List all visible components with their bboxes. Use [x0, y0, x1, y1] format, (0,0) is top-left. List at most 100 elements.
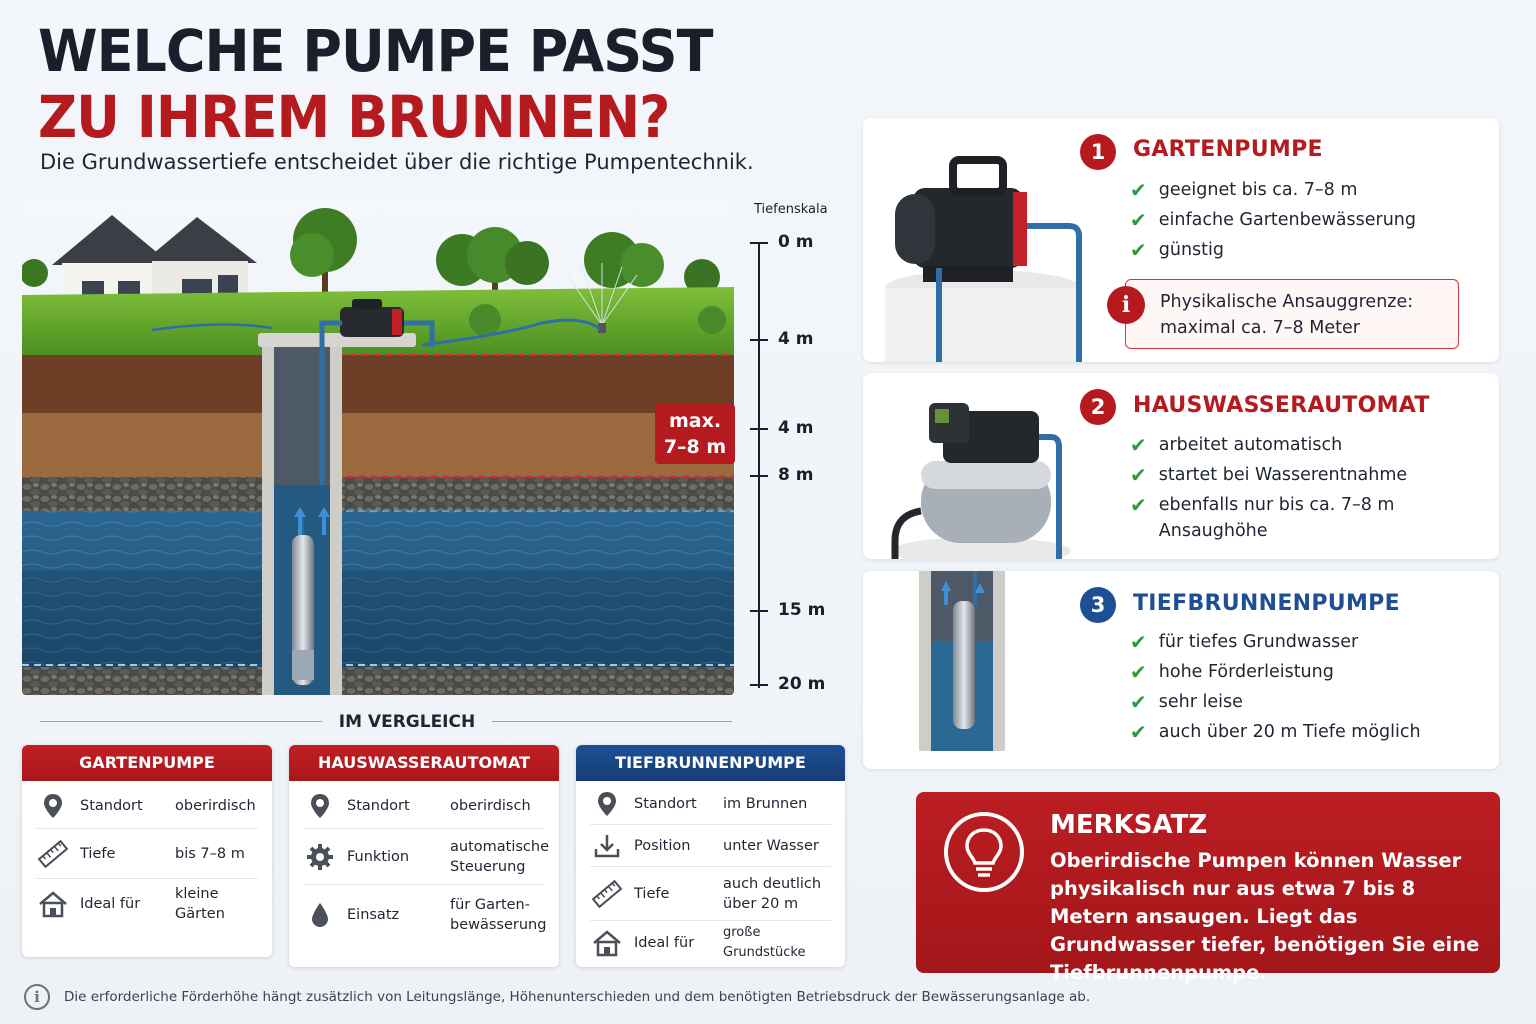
compare-row: Ideal für kleine Gärten: [36, 879, 258, 929]
compare-card-tiefbrunnenpumpe: TIEFBRUNNENPUMPE Standort im Brunnen Pos…: [576, 745, 845, 967]
ruler-icon: [37, 839, 69, 868]
house-icon: [39, 891, 67, 918]
compare-row-key: Tiefe: [80, 845, 116, 862]
pump-feature: ✔ebenfalls nur bis ca. 7–8 m Ansaughöhe: [1130, 493, 1395, 541]
compare-row-key: Einsatz: [347, 907, 400, 923]
compare-row: Standort oberirdisch: [36, 783, 258, 829]
info-icon: i: [24, 984, 50, 1010]
pump-feature: ✔auch über 20 m Tiefe möglich: [1130, 720, 1421, 744]
pump-feature: ✔sehr leise: [1130, 690, 1243, 714]
compare-row: Tiefe auch deutlich über 20 m: [590, 867, 831, 921]
pump-number-badge: 1: [1080, 134, 1116, 170]
depth-scale-tick: [750, 339, 768, 341]
pump-card-tiefbrunnenpumpe: [863, 571, 1499, 769]
compare-row-value: oberirdisch: [450, 797, 531, 814]
max-depth-badge-line1: max.: [668, 410, 722, 432]
check-icon: ✔: [1130, 660, 1147, 684]
compare-row-value: große Grundstücke: [723, 925, 806, 960]
pump-feature: ✔einfache Gartenbewässerung: [1130, 208, 1417, 232]
depth-label-0: 0 m: [778, 232, 814, 252]
pump-title: HAUSWASSERAUTOMAT: [1133, 393, 1430, 418]
compare-row-key: Position: [634, 837, 691, 854]
compare-row-key: Tiefe: [634, 885, 670, 902]
lightbulb-icon: [944, 812, 1024, 892]
compare-row-value: auch deutlich über 20 m: [723, 875, 822, 912]
depth-scale-tick: [750, 475, 768, 477]
house-icon: [593, 930, 621, 957]
check-icon: ✔: [1130, 208, 1147, 232]
compare-divider-left: [40, 721, 322, 722]
check-icon: ✔: [1130, 433, 1147, 457]
depth-label-4: 15 m: [778, 600, 826, 620]
footer-note: Die erforderliche Förderhöhe hängt zusät…: [64, 989, 1091, 1005]
max-depth-badge: max. 7–8 m: [655, 404, 735, 464]
compare-row-value: für Garten-bewässerung: [450, 897, 547, 933]
depth-scale-axis: [758, 243, 760, 688]
deep-well-pump-illustration: [919, 571, 1005, 751]
pump-title: GARTENPUMPE: [1133, 137, 1323, 162]
check-icon: ✔: [1130, 690, 1147, 714]
compare-row-key: Ideal für: [80, 896, 141, 912]
garden-pump-illustration: [885, 156, 1082, 362]
compare-row: Standort oberirdisch: [303, 783, 545, 829]
page-title-line1: WELCHE PUMPE PASST: [38, 16, 713, 85]
page-subtitle: Die Grundwassertiefe entscheidet über di…: [40, 150, 754, 174]
ruler-icon: [591, 879, 623, 908]
compare-row-key: Ideal für: [634, 935, 695, 951]
depth-scale-tick: [750, 242, 768, 244]
check-icon: ✔: [1130, 238, 1147, 262]
depth-scale-tick: [750, 428, 768, 430]
suction-limit-line1: Physikalische Ansauggrenze:: [1160, 292, 1414, 312]
water-drop-icon: [312, 903, 328, 927]
suction-limit-text: Physikalische Ansauggrenze: maximal ca. …: [1160, 289, 1413, 341]
depth-label-3: 8 m: [778, 465, 814, 485]
depth-scale-tick: [750, 684, 768, 686]
compare-row-key: Standort: [347, 797, 410, 814]
compare-row-value: bis 7–8 m: [175, 845, 245, 862]
pump-number-badge: 3: [1080, 587, 1116, 623]
download-icon: [594, 834, 620, 857]
compare-row: Funktion automatische Steuerung: [303, 829, 549, 885]
house-water-pump-illustration: [891, 403, 1071, 559]
depth-label-1: 4 m: [778, 329, 814, 349]
compare-row-key: Standort: [634, 795, 697, 812]
pump-feature: ✔startet bei Wasserentnahme: [1130, 463, 1408, 487]
pump-feature: ✔geeignet bis ca. 7–8 m: [1130, 178, 1358, 202]
compare-divider-right: [492, 721, 732, 722]
pump-feature: ✔hohe Förderleistung: [1130, 660, 1334, 684]
depth-label-5: 20 m: [778, 674, 826, 694]
suction-limit-notice: [1125, 279, 1459, 349]
compare-row-key: Standort: [80, 797, 143, 814]
gear-icon: [307, 843, 333, 870]
max-depth-badge-line2: 7–8 m: [663, 436, 727, 458]
pump-number-badge: 2: [1080, 389, 1116, 425]
compare-card-title: GARTENPUMPE: [22, 745, 272, 781]
check-icon: ✔: [1130, 720, 1147, 744]
info-icon: i: [1107, 286, 1145, 324]
compare-row: Einsatz für Garten-bewässerung: [303, 885, 547, 945]
suction-limit-line2: maximal ca. 7–8 Meter: [1160, 318, 1360, 338]
merksatz-title: MERKSATZ: [1050, 810, 1208, 840]
pump-feature: ✔arbeitet automatisch: [1130, 433, 1343, 457]
compare-card-hauswasserautomat: HAUSWASSERAUTOMAT Standort oberirdisch F…: [289, 745, 559, 967]
check-icon: ✔: [1130, 493, 1147, 517]
compare-card-title: TIEFBRUNNENPUMPE: [576, 745, 845, 781]
compare-row-value: im Brunnen: [723, 795, 808, 812]
check-icon: ✔: [1130, 178, 1147, 202]
compare-card-gartenpumpe: GARTENPUMPE Standort oberirdisch Tiefe b…: [22, 745, 272, 957]
depth-scale-tick: [750, 610, 768, 612]
well-cross-section-illustration: [22, 195, 734, 695]
check-icon: ✔: [1130, 463, 1147, 487]
compare-row: Ideal für große Grundstücke: [590, 921, 831, 965]
check-icon: ✔: [1130, 630, 1147, 654]
compare-row-value: unter Wasser: [723, 837, 819, 854]
depth-label-2: 4 m: [778, 418, 814, 438]
compare-row-value: oberirdisch: [175, 797, 256, 814]
location-pin-icon: [311, 793, 329, 818]
compare-row-key: Funktion: [347, 848, 410, 865]
location-pin-icon: [598, 791, 616, 816]
compare-row-value: kleine Gärten: [175, 886, 225, 922]
location-pin-icon: [44, 793, 62, 818]
merksatz-text: Oberirdische Pumpen können Wasser physik…: [1050, 849, 1480, 984]
merksatz-box: [916, 792, 1500, 973]
